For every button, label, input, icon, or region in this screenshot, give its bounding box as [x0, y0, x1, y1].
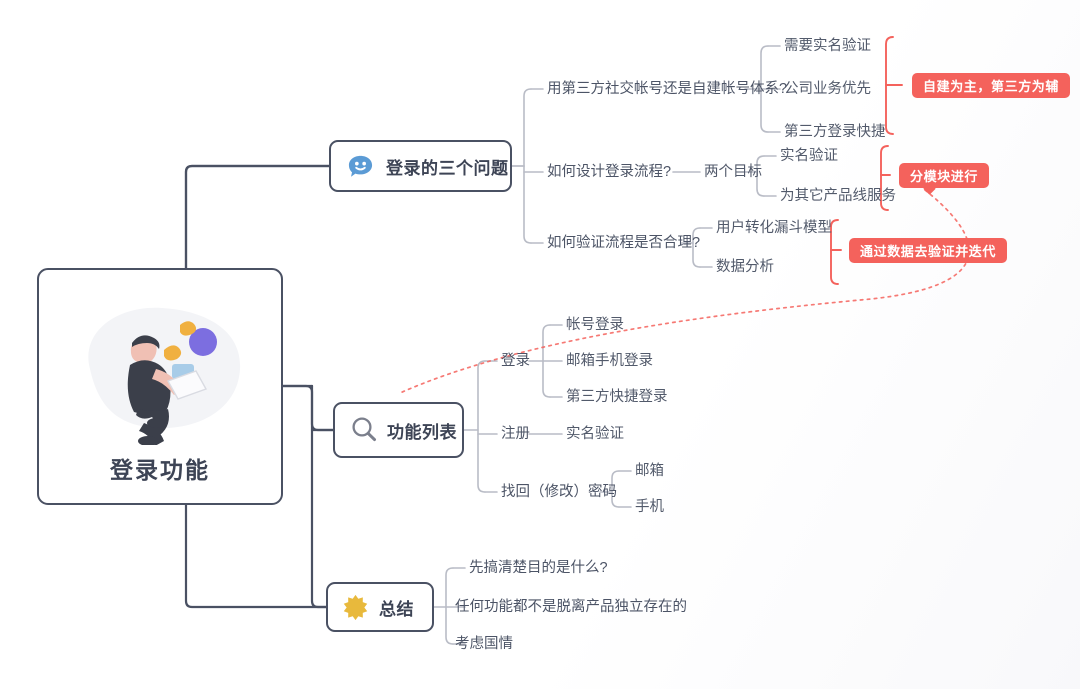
leaf-f1-c3[interactable]: 第三方快捷登录	[566, 389, 668, 405]
leaf-f2[interactable]: 注册	[501, 426, 530, 442]
leaf-q3[interactable]: 如何验证流程是否合理?	[547, 235, 701, 251]
leaf-f1[interactable]: 登录	[501, 353, 530, 369]
smiley-speech-bubble-icon	[347, 153, 374, 180]
leaf-f3[interactable]: 找回（修改）密码	[501, 484, 617, 500]
branch-node-questions[interactable]: 登录的三个问题	[329, 140, 512, 192]
annotation-bracket-3	[830, 219, 839, 285]
leaf-q2-c1[interactable]: 两个目标	[704, 164, 762, 180]
leaf-s1[interactable]: 先搞清楚目的是什么?	[469, 560, 608, 576]
leaf-q1-c1[interactable]: 需要实名验证	[784, 38, 871, 54]
branch-label-feature-list: 功能列表	[387, 422, 457, 442]
branch-node-summary[interactable]: 总结	[326, 582, 434, 632]
leaf-q2-c1-b[interactable]: 为其它产品线服务	[780, 188, 896, 204]
relation-dotted-curve	[399, 189, 970, 394]
leaf-q2-c1-a[interactable]: 实名验证	[780, 148, 838, 164]
leaf-s3[interactable]: 考虑国情	[455, 636, 513, 652]
leaf-q1-c2[interactable]: 公司业务优先	[784, 81, 871, 97]
annotation-bracket-2	[880, 145, 889, 211]
trunk-to-summary	[310, 428, 328, 609]
leaf-q3-c2[interactable]: 数据分析	[716, 259, 774, 275]
branch-label-questions: 登录的三个问题	[386, 158, 509, 178]
leaf-f2-c1[interactable]: 实名验证	[566, 426, 624, 442]
person-with-laptop-illustration	[60, 295, 260, 446]
root-node[interactable]: 登录功能	[37, 268, 283, 505]
branch-label-summary: 总结	[379, 599, 414, 619]
leaf-q1[interactable]: 用第三方社交帐号还是自建帐号体系?	[547, 81, 788, 97]
magnifier-icon	[349, 415, 379, 445]
leaf-q3-c1[interactable]: 用户转化漏斗模型	[716, 220, 832, 236]
leaf-q1-c3[interactable]: 第三方登录快捷	[784, 124, 886, 140]
root-title: 登录功能	[110, 456, 210, 483]
annotation-badge-2[interactable]: 分模块进行	[899, 163, 990, 195]
leaf-f3-c1[interactable]: 邮箱	[635, 463, 664, 479]
leaf-q2[interactable]: 如何设计登录流程?	[547, 164, 672, 180]
annotation-badge-3[interactable]: 通过数据去验证并迭代	[849, 238, 1008, 263]
leaf-f1-c1[interactable]: 帐号登录	[566, 317, 624, 333]
branch-node-feature-list[interactable]: 功能列表	[333, 402, 464, 458]
leaf-f1-c2[interactable]: 邮箱手机登录	[566, 353, 653, 369]
gold-starburst-icon	[342, 594, 369, 621]
annotation-badge-1[interactable]: 自建为主，第三方为辅	[912, 73, 1071, 98]
leaf-f3-c2[interactable]: 手机	[635, 499, 664, 515]
trunk-to-features	[310, 384, 335, 432]
leaf-s2[interactable]: 任何功能都不是脱离产品独立存在的	[455, 599, 687, 615]
